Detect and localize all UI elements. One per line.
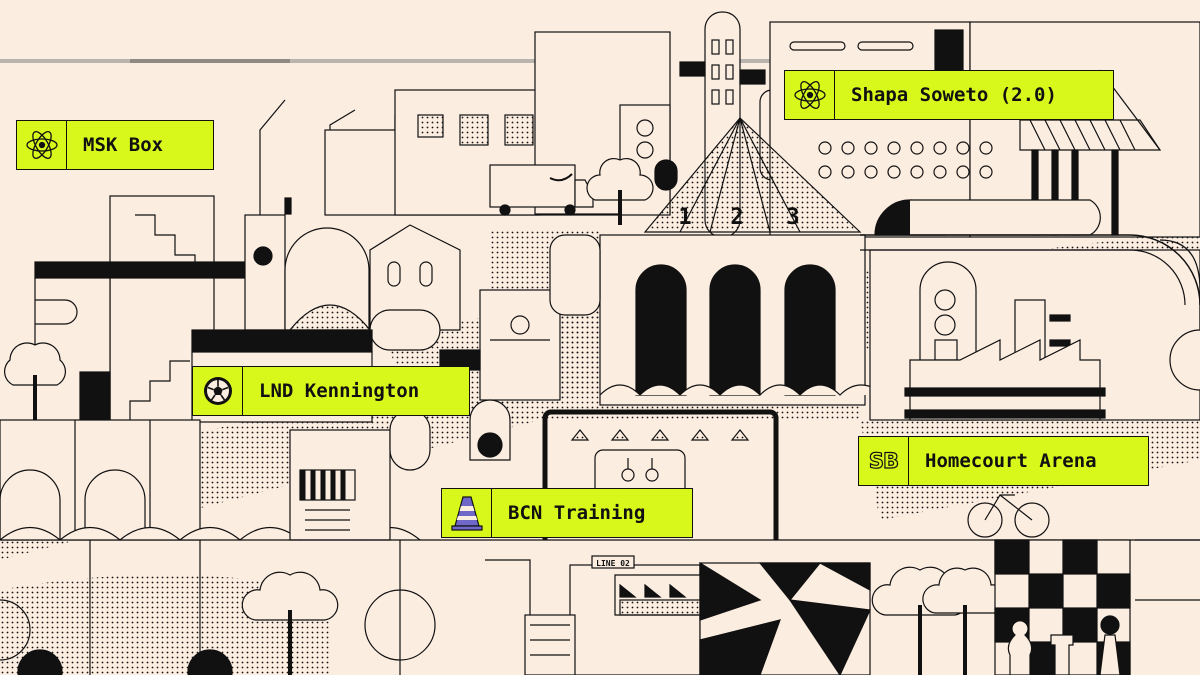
- train-sign: LINE 02: [596, 559, 630, 568]
- soccer-ball-icon: [193, 367, 243, 415]
- location-label: BCN Training: [508, 502, 646, 524]
- tent-number-3: 3: [786, 205, 799, 230]
- sb-logo-text: SB: [868, 448, 899, 473]
- location-label: Shapa Soweto (2.0): [851, 84, 1057, 106]
- traffic-cone-icon: [442, 489, 492, 537]
- tent-number-2: 2: [730, 205, 743, 230]
- location-tag-lnd[interactable]: LND Kennington: [192, 366, 470, 416]
- atom-icon: [785, 71, 835, 119]
- location-label: LND Kennington: [259, 380, 420, 402]
- location-tag-soweto[interactable]: Shapa Soweto (2.0): [784, 70, 1114, 120]
- atom-icon: [17, 121, 67, 169]
- sb-logo-icon: SB: [859, 437, 909, 485]
- location-tag-bcn[interactable]: BCN Training: [441, 488, 693, 538]
- location-tag-homecourt[interactable]: SB Homecourt Arena: [858, 436, 1149, 486]
- location-label: Homecourt Arena: [925, 450, 1097, 472]
- location-label: MSK Box: [83, 134, 164, 156]
- location-tag-msk[interactable]: MSK Box: [16, 120, 214, 170]
- tent-number-1: 1: [678, 205, 691, 230]
